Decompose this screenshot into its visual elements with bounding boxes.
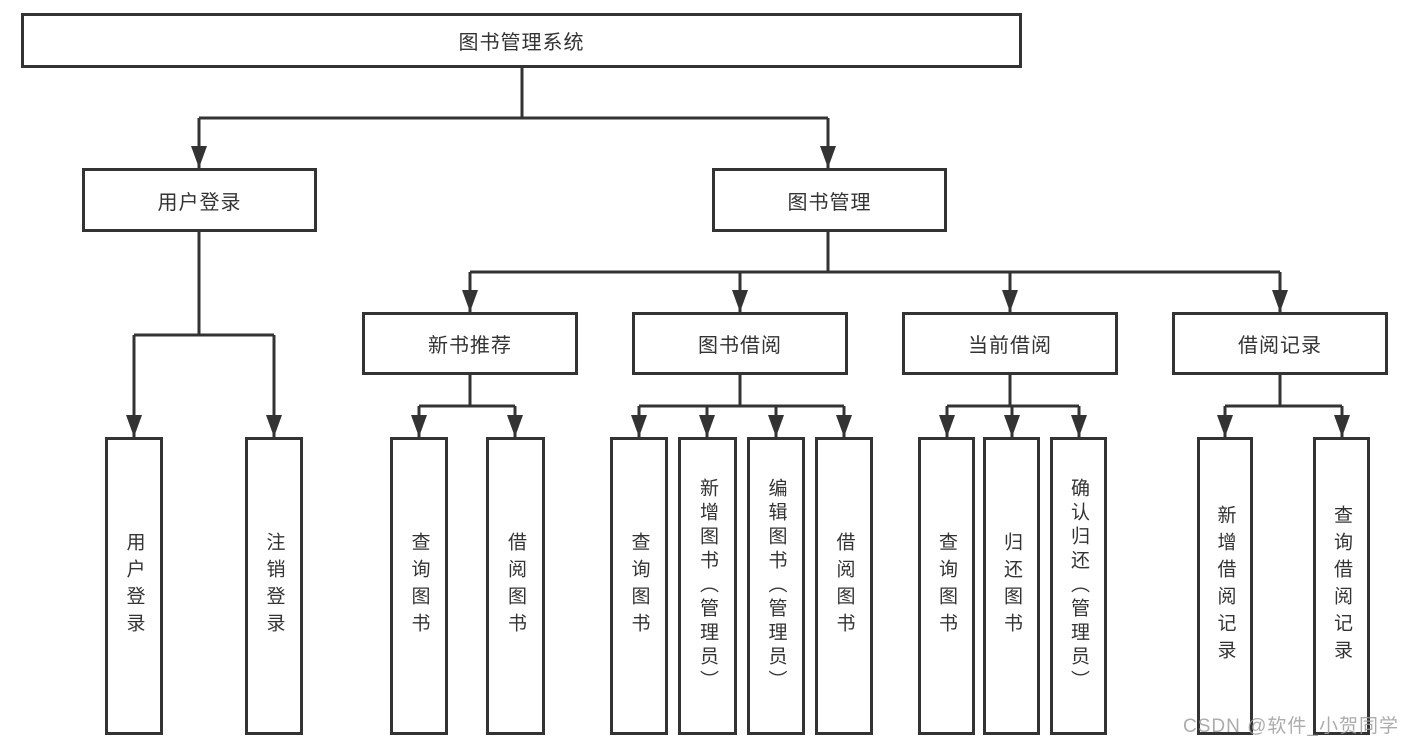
node-borrow-records-label: 借阅记录 — [1238, 335, 1322, 357]
leaf-query-borrow-record-label: 查询借阅记录 — [1331, 505, 1352, 667]
leaf-query-books-2-label: 查询图书 — [628, 532, 650, 640]
node-borrow-records: 借阅记录 — [1172, 312, 1388, 375]
arrowheads — [126, 146, 1350, 437]
leaf-query-books-3: 查询图书 — [918, 437, 975, 735]
leaf-confirm-return-admin: 确认归还（管理员） — [1050, 437, 1107, 735]
node-current-borrowing-label: 当前借阅 — [968, 335, 1052, 357]
leaf-user-login: 用户登录 — [105, 437, 163, 735]
leaf-add-book-admin-label: 新增图书（管理员） — [697, 478, 718, 694]
leaf-borrow-books-2-label: 借阅图书 — [833, 532, 855, 640]
leaf-add-borrow-record-label: 新增借阅记录 — [1214, 505, 1236, 667]
node-book-borrowing: 图书借阅 — [632, 312, 848, 375]
leaf-user-login-label: 用户登录 — [123, 532, 145, 640]
leaf-query-books-1: 查询图书 — [390, 437, 448, 735]
leaf-logout: 注销登录 — [245, 437, 303, 735]
leaf-add-book-admin: 新增图书（管理员） — [678, 437, 737, 735]
leaf-query-books-1-label: 查询图书 — [408, 532, 430, 640]
leaf-return-book: 归还图书 — [983, 437, 1040, 735]
leaf-logout-label: 注销登录 — [263, 532, 285, 640]
node-book-mgmt: 图书管理 — [712, 168, 947, 232]
leaf-query-borrow-record: 查询借阅记录 — [1313, 437, 1370, 735]
leaf-query-books-2: 查询图书 — [610, 437, 668, 735]
leaf-borrow-books-1-label: 借阅图书 — [505, 532, 526, 640]
node-current-borrowing: 当前借阅 — [902, 312, 1118, 375]
node-book-mgmt-label: 图书管理 — [787, 191, 872, 214]
leaf-edit-book-admin: 编辑图书（管理员） — [747, 437, 805, 735]
node-user-login: 用户登录 — [82, 168, 317, 232]
leaf-add-borrow-record: 新增借阅记录 — [1197, 437, 1253, 735]
node-new-books: 新书推荐 — [362, 312, 578, 375]
csdn-watermark: CSDN @软件_小贺同学 — [1183, 716, 1399, 737]
leaf-edit-book-admin-label: 编辑图书（管理员） — [765, 478, 787, 694]
node-new-books-label: 新书推荐 — [428, 335, 512, 357]
node-root-label: 图书管理系统 — [458, 32, 585, 54]
node-book-borrowing-label: 图书借阅 — [698, 335, 782, 357]
node-user-login-label: 用户登录 — [157, 191, 242, 214]
leaf-return-book-label: 归还图书 — [1001, 532, 1022, 640]
leaf-query-books-3-label: 查询图书 — [936, 532, 957, 640]
node-root: 图书管理系统 — [21, 13, 1022, 68]
leaf-borrow-books-1: 借阅图书 — [486, 437, 545, 735]
leaf-borrow-books-2: 借阅图书 — [815, 437, 873, 735]
leaf-confirm-return-admin-label: 确认归还（管理员） — [1068, 478, 1089, 694]
